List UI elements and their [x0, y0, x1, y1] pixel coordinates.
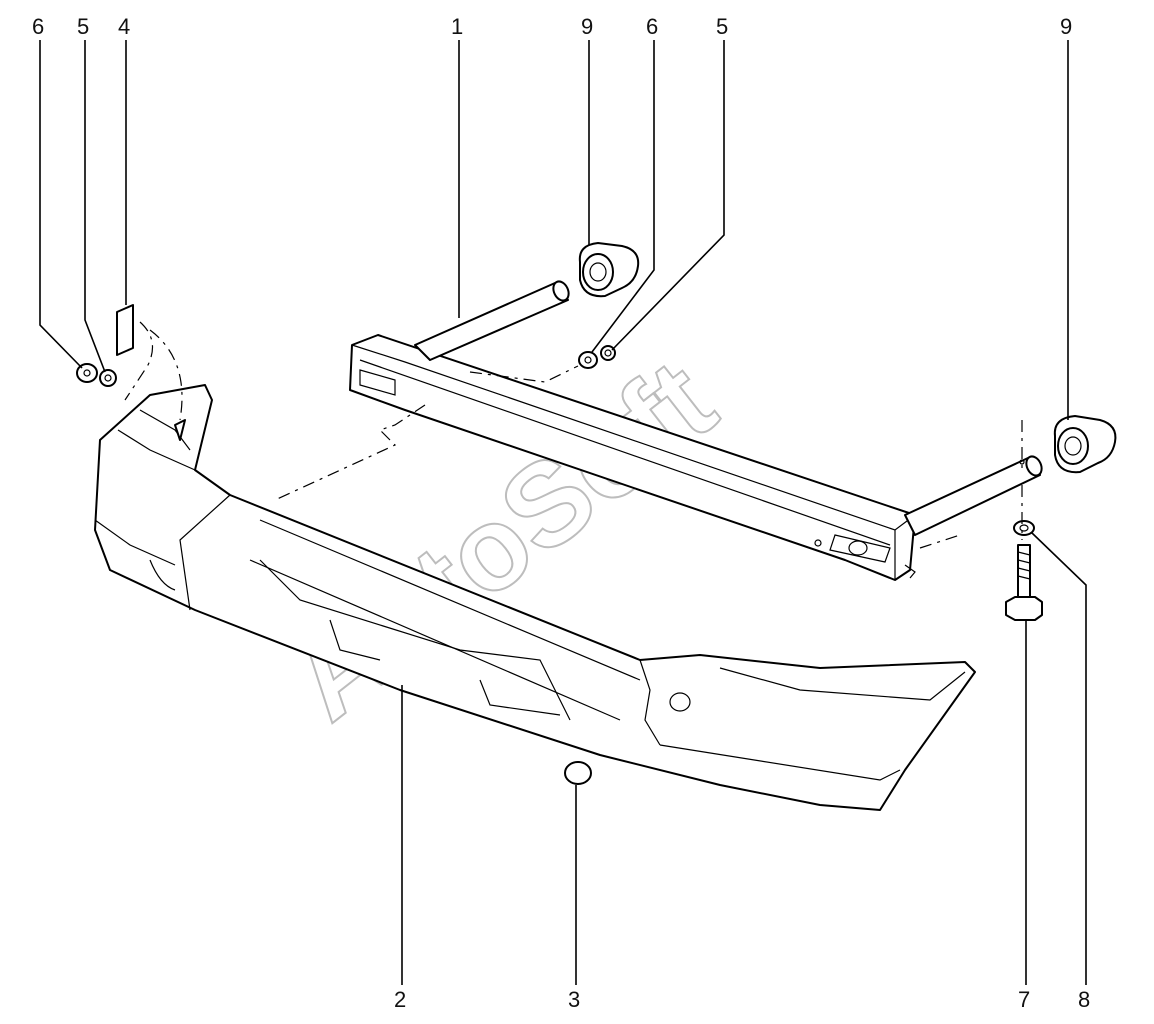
- assembly-line-tube: [469, 365, 579, 383]
- callout-8: 8: [1078, 987, 1090, 1012]
- callout-2: 2: [394, 987, 406, 1012]
- callout-5-top-left: 5: [77, 14, 89, 39]
- callout-4: 4: [118, 14, 130, 39]
- mounting-tube-left: [414, 280, 570, 361]
- mounting-tube-right: [904, 455, 1043, 536]
- callout-9-right: 9: [1060, 14, 1072, 39]
- bumper-cover: [94, 384, 976, 811]
- leader-lines: [39, 40, 1087, 985]
- washer-left: [76, 363, 98, 383]
- reinforcement-beam: [349, 334, 916, 581]
- plug-part: [564, 761, 592, 785]
- washer-bolt: [1013, 520, 1035, 536]
- bushing-right: [1053, 415, 1117, 474]
- callout-1: 1: [451, 14, 463, 39]
- callout-7: 7: [1018, 987, 1030, 1012]
- washer-beam: [578, 351, 598, 369]
- nut-left: [99, 369, 117, 387]
- callout-6-center: 6: [646, 14, 658, 39]
- assembly-line-beam-bumper: [274, 404, 426, 501]
- plate-part: [116, 304, 186, 441]
- callout-5-center: 5: [716, 14, 728, 39]
- callout-6-top-left: 6: [32, 14, 44, 39]
- assembly-line-beam-right: [919, 534, 961, 549]
- callout-3: 3: [568, 987, 580, 1012]
- callout-9-center: 9: [581, 14, 593, 39]
- bushing-left: [578, 242, 640, 298]
- bolt-part: [1005, 544, 1043, 621]
